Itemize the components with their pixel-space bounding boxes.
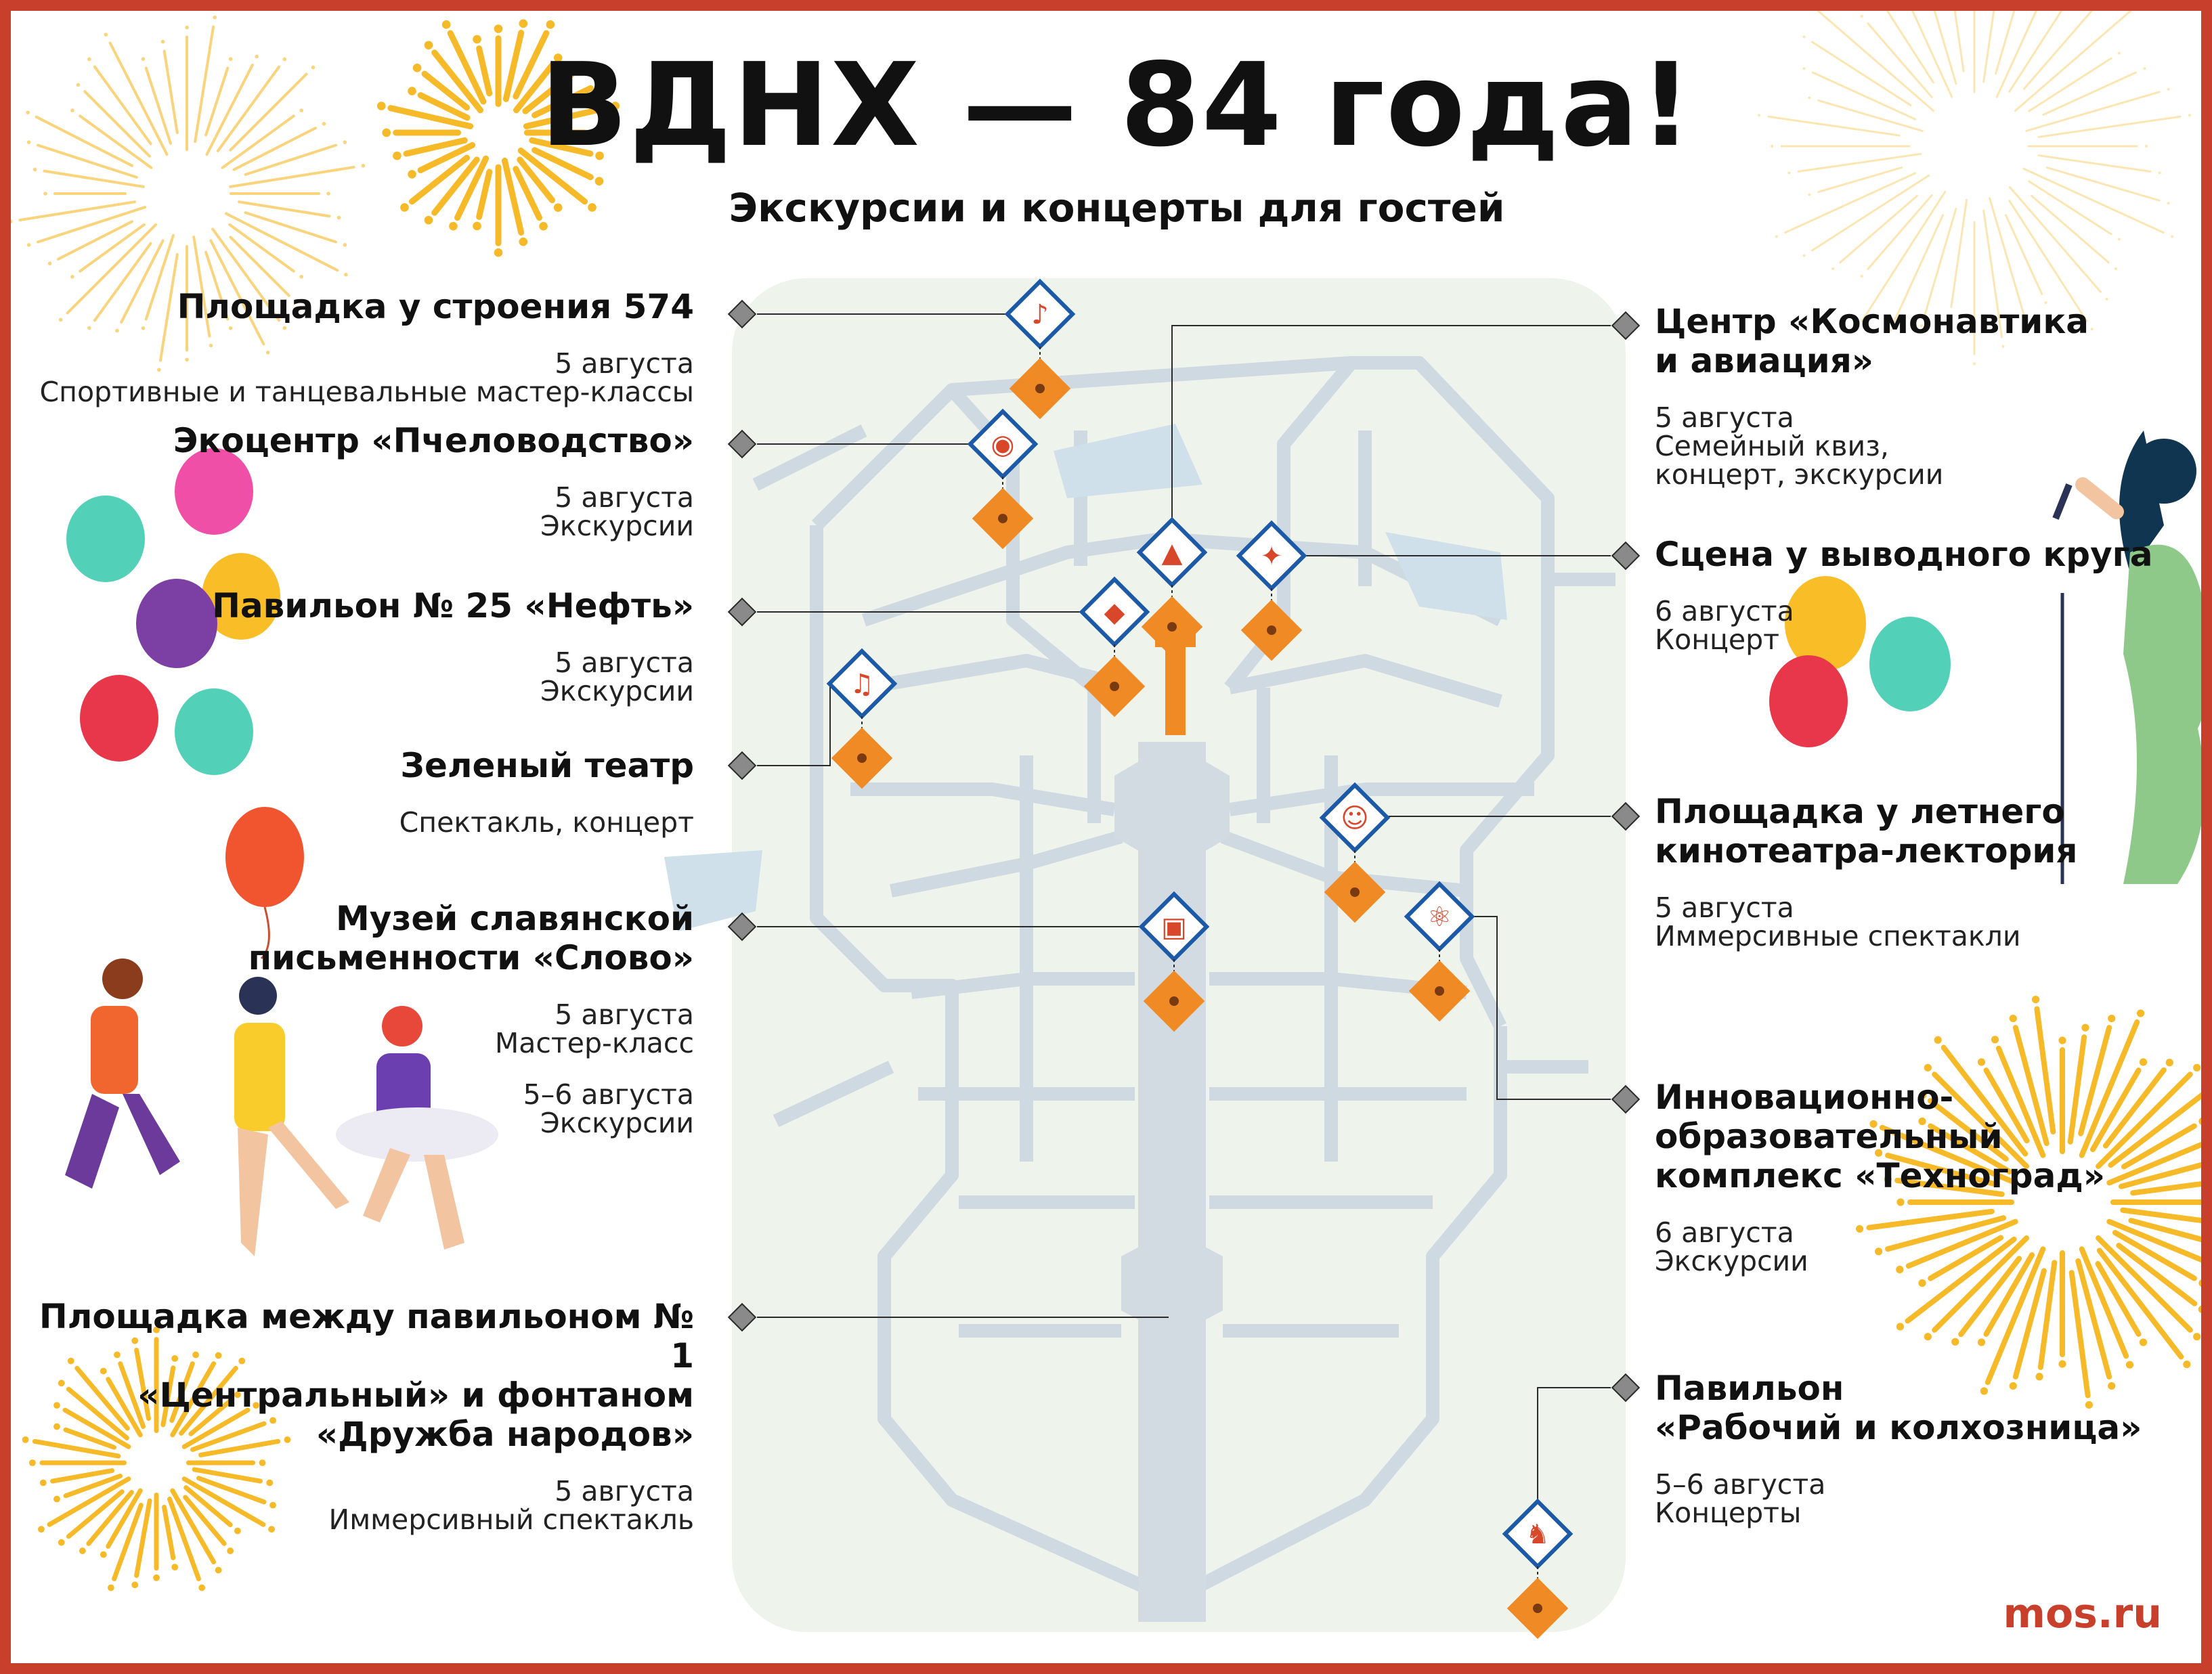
svg-text:⚛: ⚛ — [1427, 902, 1452, 933]
orange-marker-icon — [1324, 861, 1386, 923]
location-name: Павильон № 25 «Нефть» — [212, 586, 694, 625]
location-date: 6 августа — [1655, 1216, 1794, 1249]
location-desc: Иммерсивные спектакли — [1655, 920, 2021, 952]
location-slovo-museum: Музей славянской письменности «Слово» 5 … — [248, 899, 694, 1137]
svg-text:♞: ♞ — [1525, 1519, 1550, 1550]
firework-bottom-right-icon — [1855, 995, 2201, 1409]
page-title: ВДНХ — 84 года! — [540, 39, 1694, 173]
svg-text:◆: ◆ — [1104, 597, 1125, 628]
location-name: Экоцентр «Пчеловодство» — [173, 421, 694, 460]
location-desc: Спортивные и танцевальные мастер-классы — [39, 376, 694, 408]
svg-text:♫: ♫ — [850, 669, 874, 700]
location-pavilion-25: Павильон № 25 «Нефть» 5 августа Экскурси… — [212, 586, 694, 705]
orange-marker-icon — [1408, 960, 1471, 1022]
svg-text:☺: ☺ — [1341, 803, 1369, 834]
location-date: 5 августа — [555, 1475, 694, 1507]
location-desc: Спектакль, концерт — [399, 806, 694, 839]
location-desc: Мастер-класс — [494, 1027, 694, 1059]
theater-masks-icon: ☺ — [1319, 782, 1391, 877]
location-cosmos-center: Центр «Космонавтика и авиация» 5 августа… — [1655, 302, 2089, 489]
central-square — [1114, 742, 1230, 871]
svg-text:▣: ▣ — [1161, 912, 1187, 943]
mos-ru-logo: mos.ru — [2003, 1590, 2162, 1637]
location-date: 5 августа — [555, 646, 694, 679]
vdnh-map: ♪ ◉ ▲ ✦ ◆ ♫ ☺ ▣ ⚛ ♞ — [664, 278, 1641, 1639]
location-central-pavilion: Площадка между павильоном № 1 «Центральн… — [11, 1297, 694, 1534]
location-stage: Сцена у выводного круга 6 августа Концер… — [1655, 535, 2153, 654]
location-date: 5–6 августа — [523, 1078, 694, 1111]
orange-marker-icon — [1506, 1577, 1569, 1639]
location-name: Площадка у летнего кинотеатра-лектория — [1655, 792, 2078, 871]
location-name: Сцена у выводного круга — [1655, 535, 2153, 574]
location-desc: Концерт — [1655, 623, 1780, 656]
singer-illustration — [1769, 431, 2201, 884]
location-name: Музей славянской письменности «Слово» — [248, 899, 694, 977]
balloons-left-icon — [66, 448, 304, 960]
page-subtitle: Экскурсии и концерты для гостей — [729, 185, 1505, 231]
dancing-people-illustration — [65, 959, 498, 1256]
location-summer-cinema: Площадка у летнего кинотеатра-лектория 5… — [1655, 792, 2078, 950]
atom-icon: ⚛ — [1404, 881, 1475, 976]
drum-icon: ✦ — [1236, 520, 1307, 615]
fountain-square — [1121, 1229, 1223, 1338]
firework-top-left-faint-icon — [11, 15, 366, 372]
orange-marker-icon — [1143, 970, 1205, 1032]
location-name: Инновационно- образовательный комплекс «… — [1655, 1078, 2106, 1195]
museum-icon: ▣ — [1138, 891, 1210, 986]
location-name: Площадка между павильоном № 1 «Центральн… — [39, 1297, 694, 1454]
location-name: Павильон «Рабочий и колхозница» — [1655, 1369, 2142, 1447]
location-desc: Экскурсии — [540, 675, 694, 707]
music-icon: ♫ — [826, 648, 898, 743]
location-name: Центр «Космонавтика и авиация» — [1655, 302, 2089, 380]
leader-lines — [727, 299, 1641, 1500]
location-date: 5 августа — [1655, 401, 1794, 434]
svg-text:♪: ♪ — [1031, 299, 1049, 330]
firework-bottom-left-icon — [22, 1326, 291, 1591]
location-desc: Экскурсии — [540, 510, 694, 542]
location-date: 5 августа — [555, 998, 694, 1031]
monument-icon: ♞ — [1502, 1498, 1574, 1593]
location-date: 5 августа — [555, 481, 694, 514]
location-desc: Иммерсивный спектакль — [328, 1503, 694, 1536]
svg-text:✦: ✦ — [1260, 541, 1283, 572]
location-date: 5 августа — [1655, 891, 1794, 924]
decorations-layer — [11, 11, 2201, 1591]
bee-icon: ◉ — [967, 408, 1039, 504]
svg-text:▲: ▲ — [1162, 537, 1183, 569]
orange-marker-icon — [831, 727, 893, 789]
location-date: 5–6 августа — [1655, 1468, 1826, 1501]
location-date: 5 августа — [555, 347, 694, 380]
rocket-icon: ▲ — [1136, 516, 1208, 612]
location-name: Площадка у строения 574 — [177, 287, 694, 326]
location-desc: Концерты — [1655, 1497, 1802, 1529]
location-ecocenter: Экоцентр «Пчеловодство» 5 августа Экскур… — [173, 421, 694, 540]
location-technograd: Инновационно- образовательный комплекс «… — [1655, 1078, 2105, 1275]
location-desc: Экскурсии — [1655, 1245, 1808, 1277]
firework-top-right-faint-icon — [1757, 11, 2192, 366]
oil-icon: ◆ — [1079, 576, 1150, 671]
location-date: 6 августа — [1655, 595, 1794, 627]
svg-text:◉: ◉ — [991, 429, 1015, 460]
location-site-574: Площадка у строения 574 5 августа Спорти… — [40, 287, 694, 406]
central-avenue — [1138, 742, 1206, 1622]
firework-top-left-yellow-icon — [376, 19, 620, 257]
location-desc: Экскурсии — [540, 1107, 694, 1139]
location-worker-kolkhoz: Павильон «Рабочий и колхозница» 5–6 авгу… — [1655, 1369, 2142, 1527]
map-ponds — [664, 424, 1507, 931]
location-green-theatre: Зеленый театр Спектакль, концерт — [399, 746, 694, 837]
dance-icon: ♪ — [1004, 278, 1076, 374]
location-desc: Семейный квиз, концерт, экскурсии — [1655, 430, 1944, 491]
location-name: Зеленый театр — [400, 746, 694, 785]
